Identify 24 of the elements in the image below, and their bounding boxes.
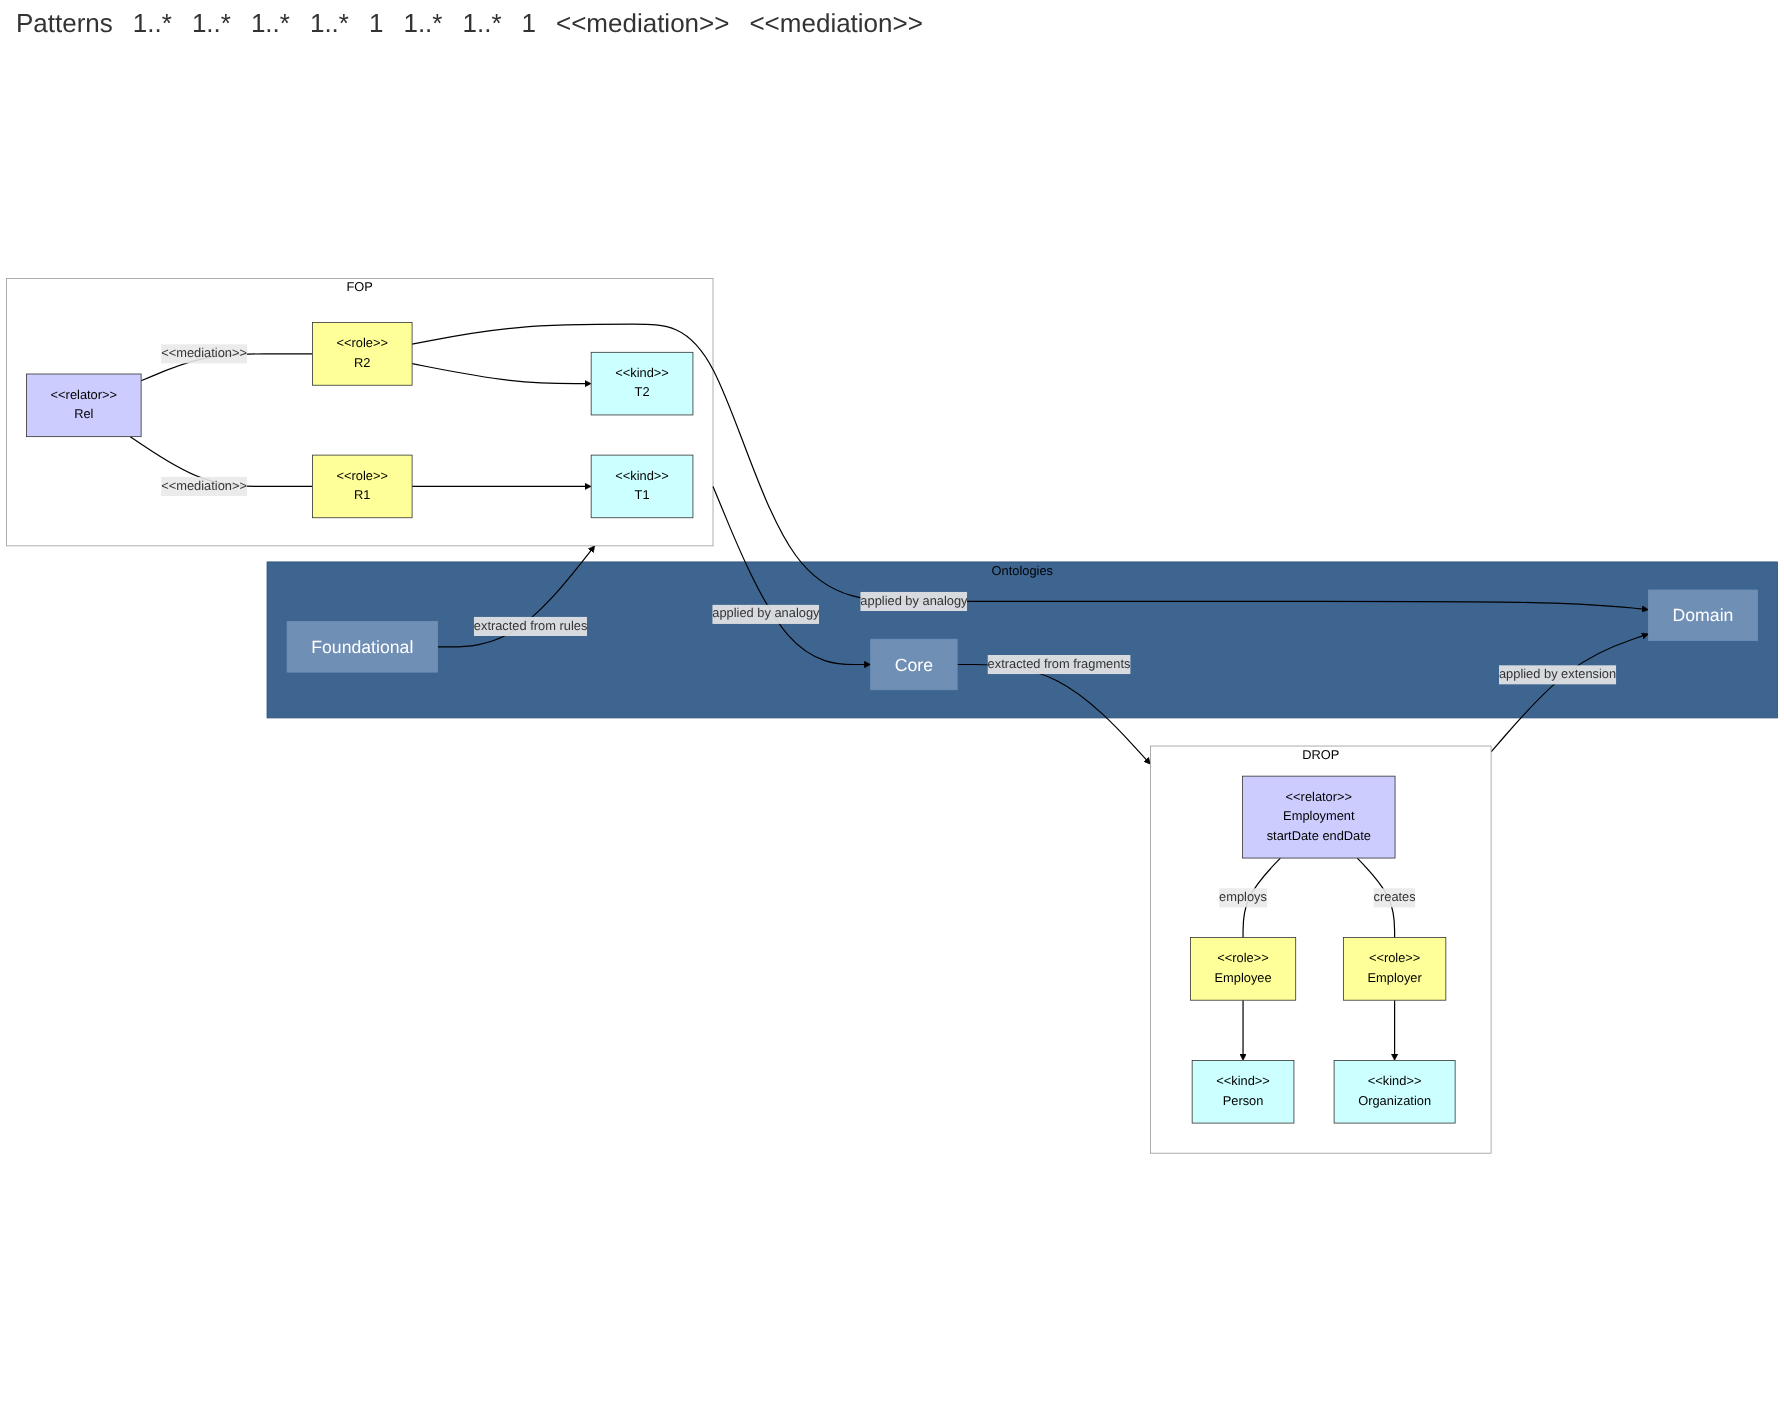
node-box: Core: [870, 639, 958, 691]
note-label: <<mediation>>: [749, 8, 923, 38]
note-label: Patterns: [16, 8, 113, 38]
note-label: 1..*: [403, 8, 443, 38]
note-label: <<mediation>>: [555, 8, 730, 38]
note-label: 1..*: [250, 8, 290, 38]
note-label: 1..*: [191, 8, 231, 38]
arrow: [1490, 632, 1649, 753]
arrow: [1239, 999, 1247, 1061]
arrow: [436, 545, 596, 648]
note-label: 1: [368, 8, 384, 38]
connector: [1356, 857, 1396, 939]
note-label: 1..*: [132, 8, 172, 38]
note-label: 1..*: [309, 8, 349, 38]
connector: [1242, 857, 1281, 939]
note-label: 1..*: [462, 8, 502, 38]
arrow: [411, 483, 592, 491]
arrow: [411, 323, 1649, 613]
arrow: [712, 486, 871, 669]
arrow: [1391, 999, 1399, 1061]
note-label: 1: [521, 8, 536, 38]
arrow: [411, 363, 592, 388]
node-box: Foundational: [286, 621, 438, 673]
node-box: Domain: [1648, 589, 1758, 642]
